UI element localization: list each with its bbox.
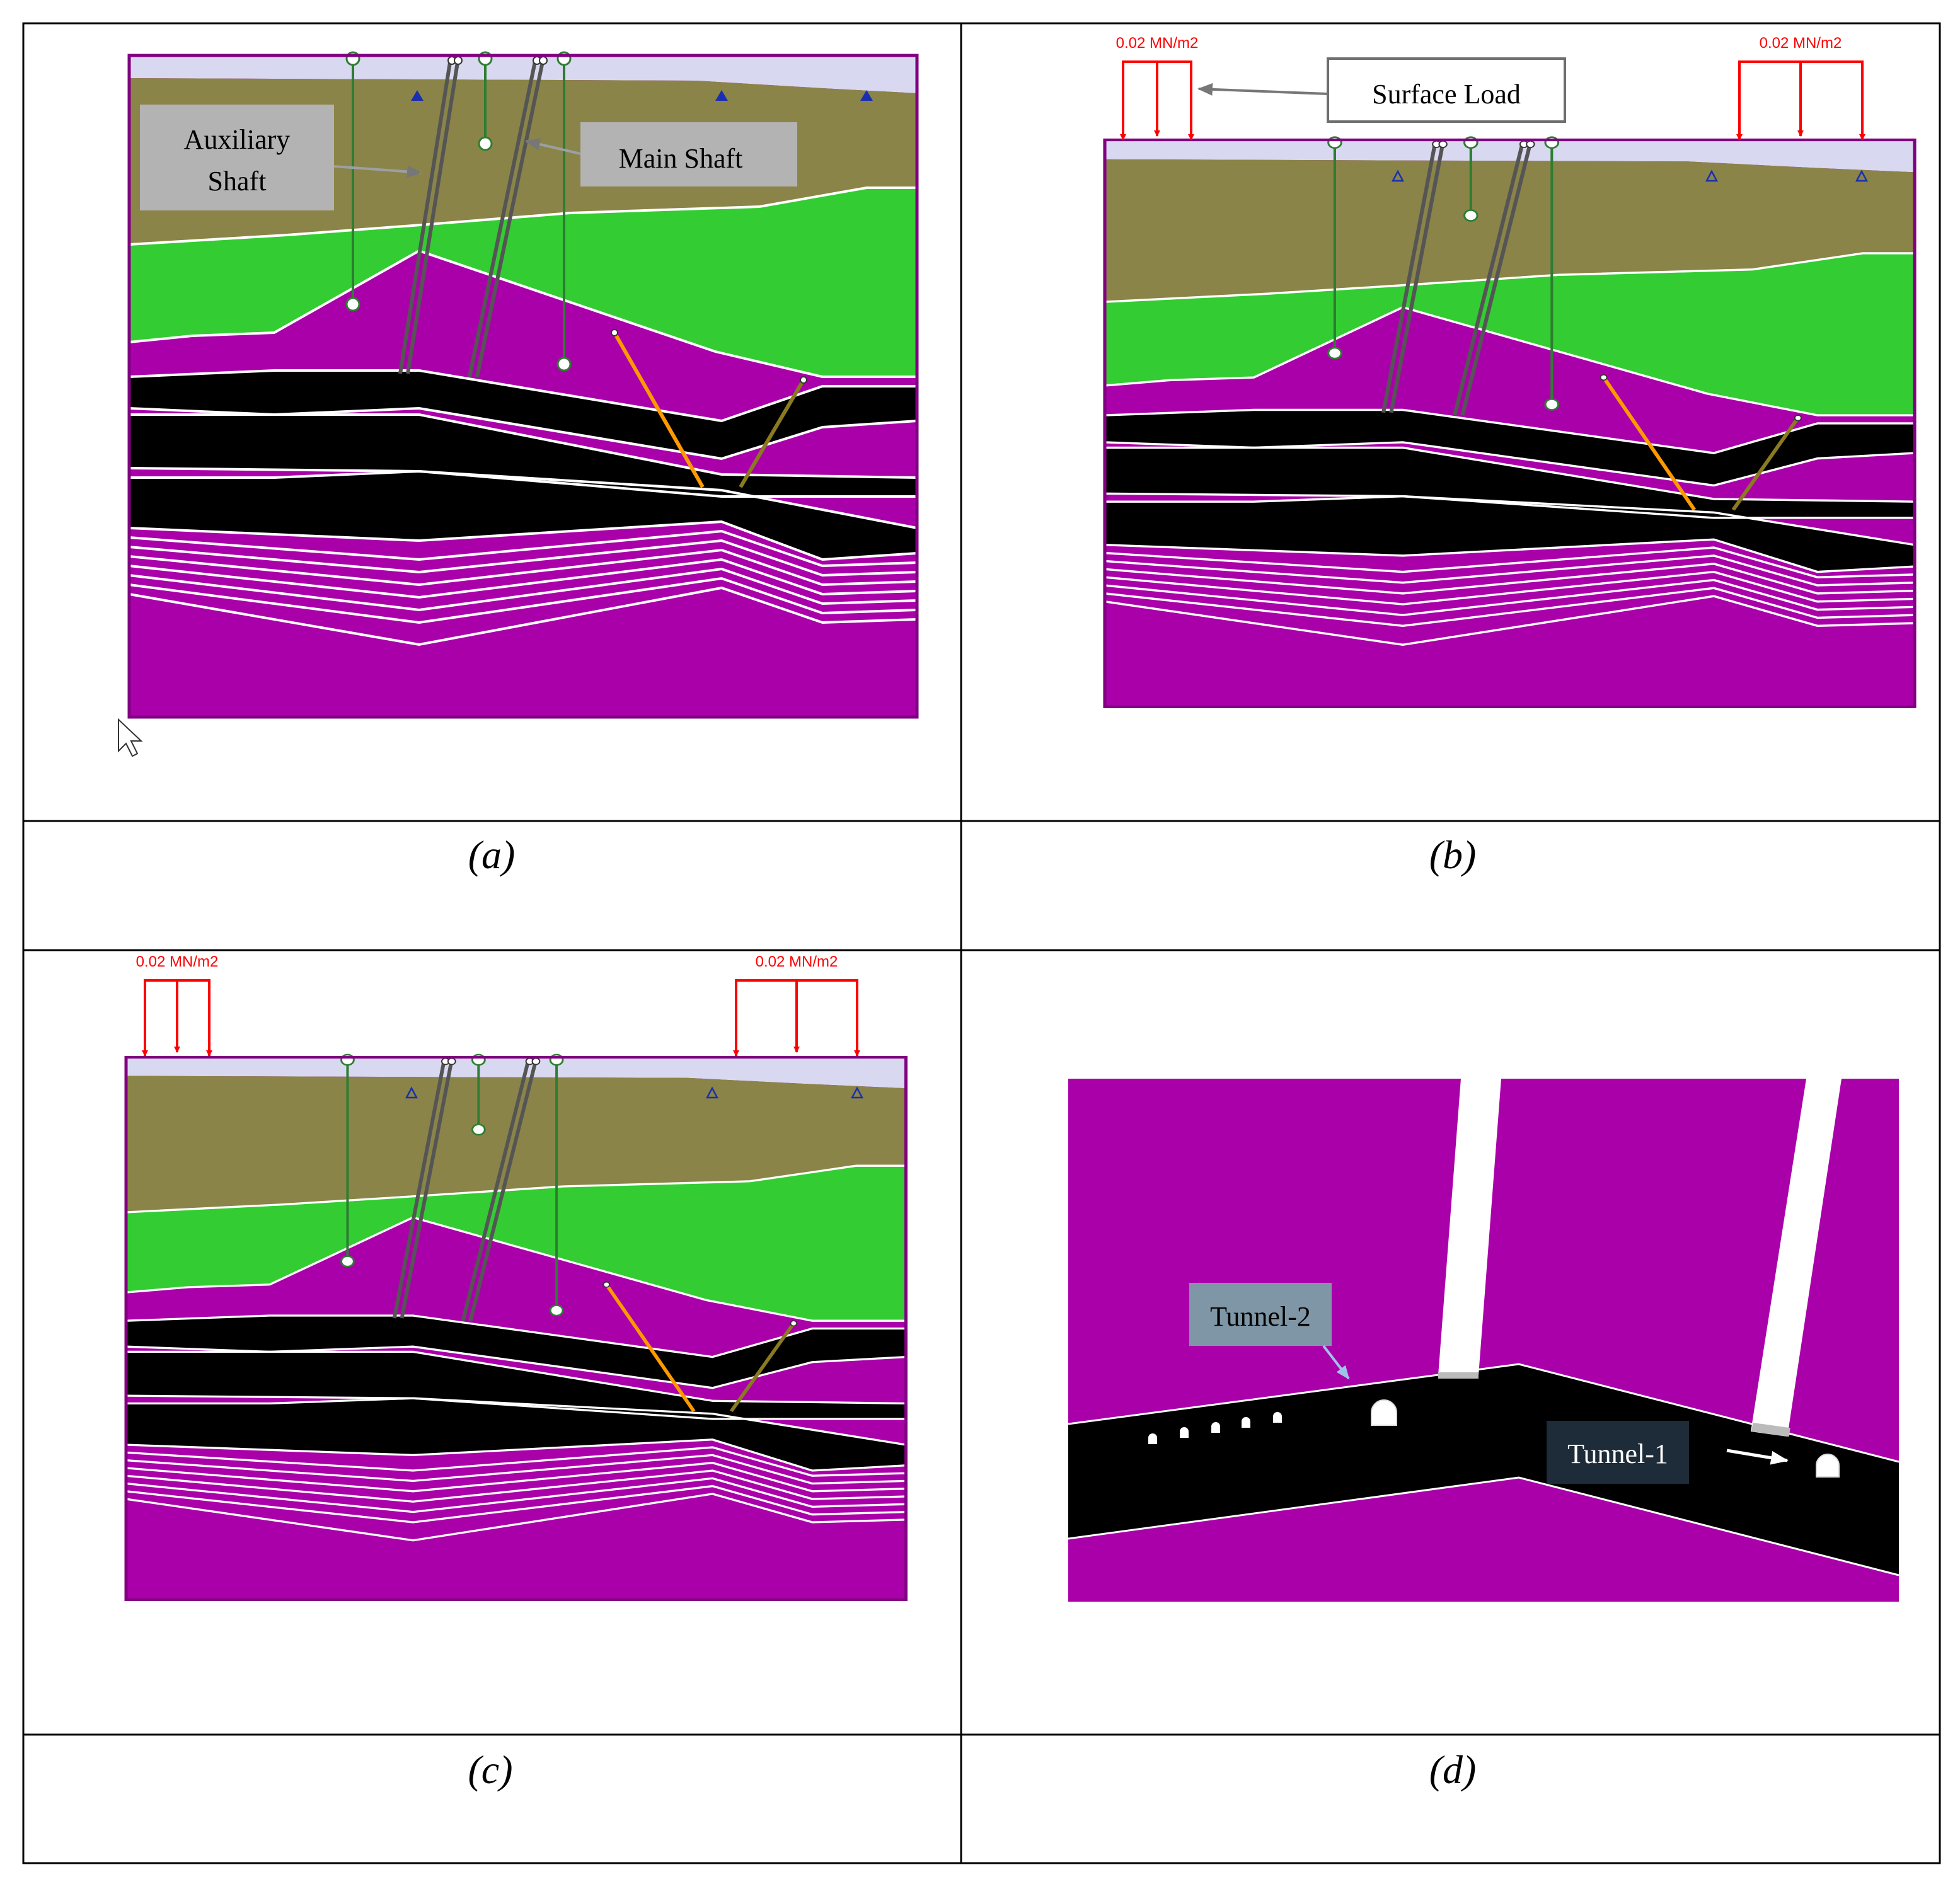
tunnel-1-arrow <box>1726 1449 1789 1465</box>
auxiliary-shaft-label-line2: Shaft <box>208 166 267 197</box>
load-label-left-b: 0.02 MN/m2 <box>1116 35 1199 52</box>
main-shaft-label-text: Main Shaft <box>619 143 743 174</box>
tunnel-1-label-text: Tunnel-1 <box>1567 1438 1668 1469</box>
auxiliary-shaft-arrow <box>333 165 422 178</box>
tunnel-2-label: Tunnel-2 <box>1189 1283 1332 1346</box>
tunnel-2-arrow <box>1322 1345 1350 1380</box>
auxiliary-shaft-label-line1: Auxiliary <box>184 124 291 155</box>
surface-load-left <box>1120 60 1194 141</box>
caption-a: (a) <box>468 832 516 877</box>
main-shaft-label: Main Shaft <box>580 122 797 187</box>
load-label-right-c: 0.02 MN/m2 <box>756 953 838 970</box>
caption-c: (c) <box>468 1747 512 1792</box>
panel-c: 0.02 MN/m2 0.02 MN/m2 (c) <box>126 953 906 1792</box>
surface-load-left-c <box>142 979 212 1057</box>
tunnel-1-label: Tunnel-1 <box>1547 1421 1689 1484</box>
load-label-left-c: 0.02 MN/m2 <box>136 953 219 970</box>
panel-a: Auxiliary Shaft Main Shaft (a) <box>118 52 917 877</box>
caption-d: (d) <box>1429 1747 1477 1792</box>
tunnel-2-shape <box>1371 1399 1397 1426</box>
panel-b: 0.02 MN/m2 0.02 MN/m2 Surface Load (b) <box>1105 35 1915 877</box>
caption-b: (b) <box>1429 832 1477 877</box>
surface-load-label: Surface Load <box>1327 57 1566 123</box>
main-shaft-arrow <box>525 138 581 155</box>
tunnel-2-label-text: Tunnel-2 <box>1210 1301 1311 1332</box>
auxiliary-shaft-label: Auxiliary Shaft <box>140 105 334 210</box>
cursor-icon <box>118 718 143 757</box>
surface-load-right-c <box>733 979 860 1057</box>
surface-load-right <box>1736 60 1865 141</box>
tunnel-1-shape <box>1816 1454 1840 1478</box>
table-grid <box>22 22 1941 1864</box>
surface-load-label-text: Surface Load <box>1372 79 1521 110</box>
panel-d: Tunnel-2 Tunnel-1 (d) <box>1068 1079 1899 1792</box>
load-label-right-b: 0.02 MN/m2 <box>1760 35 1842 52</box>
surface-load-arrow <box>1197 83 1329 96</box>
